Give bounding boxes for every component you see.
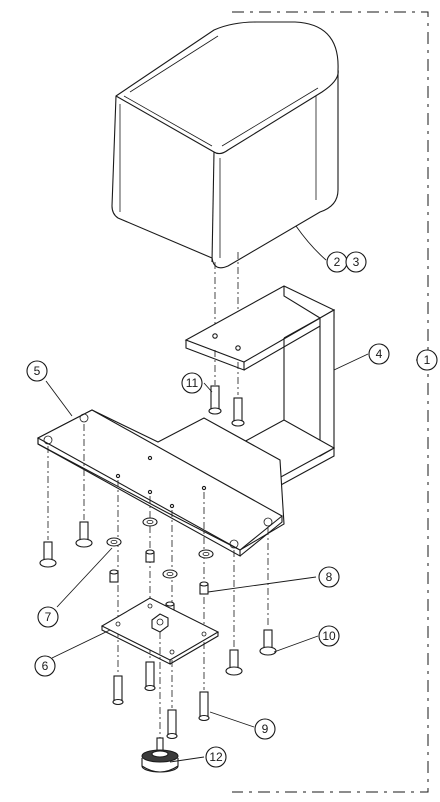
- callout-12: 12: [205, 746, 227, 768]
- callout-3: 3: [345, 251, 367, 273]
- t-plate: [36, 409, 285, 557]
- clamp-plate: [100, 597, 220, 665]
- screw-11-group: [208, 385, 245, 427]
- callout-10: 10: [318, 625, 340, 647]
- callout-4-label: 4: [376, 347, 383, 361]
- callout-8: 8: [318, 566, 340, 588]
- callout-12-label: 12: [209, 750, 223, 764]
- leveling-foot: [141, 632, 179, 773]
- callout-6-label: 6: [42, 659, 49, 673]
- screw-9-group: [112, 661, 210, 740]
- callout-11: 11: [181, 372, 203, 394]
- callout-1: 1: [416, 349, 438, 371]
- callout-8-label: 8: [326, 570, 333, 584]
- callout-6: 6: [34, 655, 56, 677]
- callout-4: 4: [368, 343, 390, 365]
- callout-5: 5: [26, 360, 48, 382]
- callout-10-label: 10: [322, 629, 336, 643]
- callout-7: 7: [37, 606, 59, 628]
- callout-2: 2: [326, 251, 348, 273]
- callout-11-label: 11: [186, 376, 199, 390]
- leader-lines: [45, 225, 428, 763]
- callout-3-label: 3: [353, 255, 360, 269]
- callout-9: 9: [254, 718, 276, 740]
- bolt-group: [39, 521, 277, 676]
- callout-9-label: 9: [262, 722, 269, 736]
- assembly-boundary: [232, 11, 429, 793]
- callout-5-label: 5: [34, 364, 41, 378]
- callout-7-label: 7: [45, 610, 52, 624]
- callout-2-label: 2: [334, 255, 341, 269]
- cushion: [111, 21, 339, 269]
- callout-1-label: 1: [424, 353, 431, 367]
